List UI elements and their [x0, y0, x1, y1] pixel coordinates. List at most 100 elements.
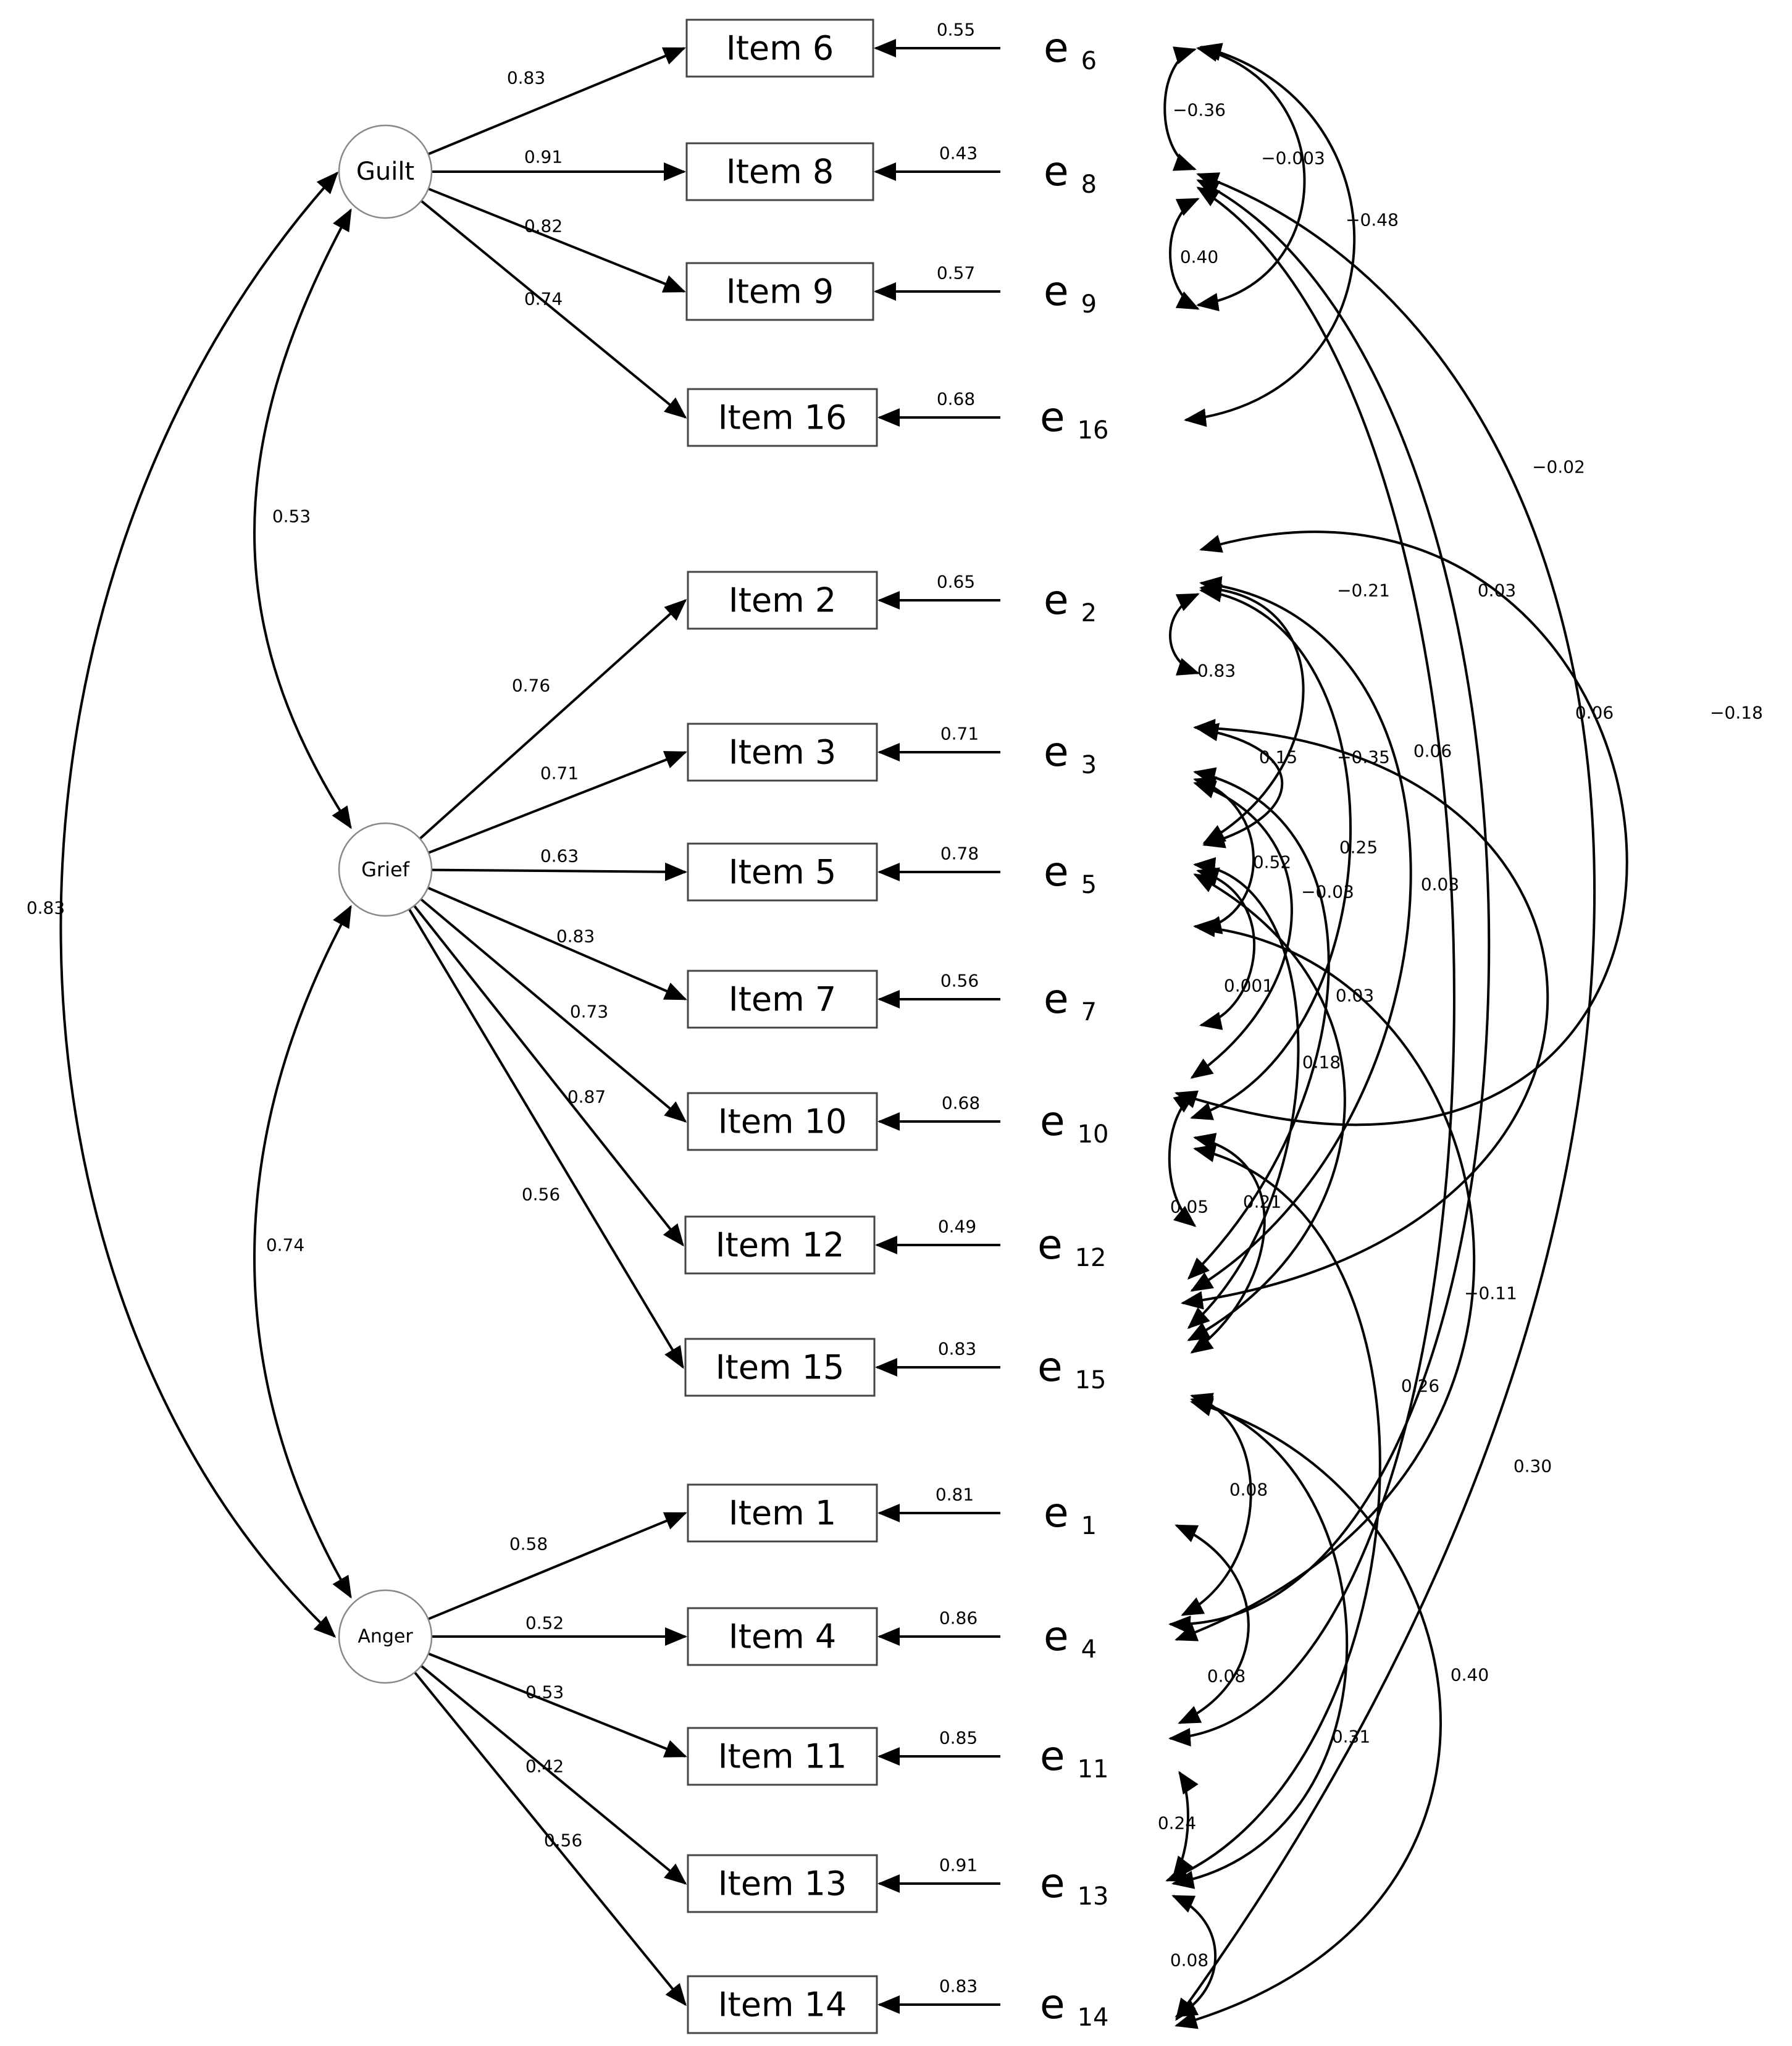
loading-label: 0.82: [524, 216, 563, 237]
error-covariance-arc: [1174, 530, 1628, 1126]
error-covariance-arc: [1184, 43, 1356, 427]
error-covariance-label: 0.08: [1207, 1666, 1246, 1687]
error-covariance-arc: [1172, 1771, 1199, 1879]
item-label: Item 7: [729, 980, 836, 1019]
loading-label: 0.56: [522, 1184, 560, 1205]
error-covariance-label: 0.25: [1339, 837, 1378, 858]
error-covariance-label: −0.21: [1337, 581, 1390, 601]
error-covariances: [1163, 43, 1628, 2029]
factor-correlation-guilt-grief: [253, 208, 352, 829]
item-box: [685, 19, 874, 78]
error-term-index: 4: [1081, 1635, 1097, 1664]
error-variance-label: 0.65: [937, 572, 975, 592]
item-box: [687, 970, 878, 1029]
error-covariance-label: 0.001: [1224, 976, 1273, 996]
item-label: Item 9: [726, 272, 834, 311]
error-covariance-label: −0.36: [1173, 100, 1226, 120]
factor-correlation-grief-anger: [253, 905, 352, 1599]
item-label: Item 15: [716, 1348, 845, 1387]
error-covariance-label: 0.26: [1401, 1376, 1439, 1396]
item-box: [687, 571, 878, 630]
error-covariance-label: 0.05: [1170, 1197, 1208, 1217]
loading-label: 0.73: [570, 1002, 608, 1022]
error-covariance-label: 0.03: [1336, 986, 1374, 1006]
factor-label: Anger: [358, 1626, 413, 1648]
loading-label: 0.83: [507, 68, 545, 88]
error-term-name: e: [1040, 1859, 1065, 1907]
error-covariance-labels: −0.36 −0.003 −0.48 0.40 −0.02 −0.21 0.03…: [1158, 100, 1763, 1971]
error-covariance-label: −0.03: [1301, 882, 1354, 902]
error-covariance-arc: [1181, 719, 1549, 1310]
error-term-name: e: [1040, 1097, 1065, 1145]
loading-label: 0.53: [525, 1682, 564, 1703]
item-box: [687, 1092, 878, 1151]
loading-label: 0.91: [524, 147, 563, 167]
factor-anger: Anger: [338, 1589, 433, 1684]
error-covariance-label: 0.08: [1229, 1480, 1268, 1500]
error-covariance-label: 0.15: [1259, 747, 1297, 768]
factor-correlations: 0.53 0.74 0.83: [27, 171, 352, 1638]
factor-loadings: 0.830.910.820.740.760.710.630.830.730.87…: [408, 47, 687, 2006]
error-covariance-arc: [1196, 723, 1284, 849]
error-term-index: 11: [1078, 1755, 1109, 1784]
error-variance-label: 0.91: [939, 1855, 978, 1876]
item-label: Item 6: [726, 29, 834, 68]
item-label: Item 3: [729, 733, 836, 772]
error-variance-label: 0.86: [939, 1608, 978, 1629]
error-term-name: e: [1040, 1981, 1065, 2028]
item-label: Item 4: [729, 1617, 836, 1656]
item-label: Item 14: [718, 1985, 847, 2024]
error-term-index: 14: [1078, 2003, 1109, 2032]
factor-correlation-guilt-anger: [59, 171, 339, 1638]
error-covariance-arc: [1187, 857, 1300, 1330]
item-label: Item 1: [729, 1494, 836, 1533]
error-term-name: e: [1044, 576, 1069, 624]
error-covariance-label: 0.24: [1158, 1813, 1196, 1834]
item-box: [687, 723, 878, 782]
item-box: [687, 1854, 878, 1913]
error-covariance-arc: [1187, 767, 1330, 1280]
item-box: [687, 842, 878, 902]
loading-label: 0.87: [567, 1087, 606, 1107]
factor-circle: [338, 822, 433, 917]
error-term-name: e: [1037, 1221, 1063, 1268]
error-variance-label: 0.83: [938, 1339, 976, 1359]
item-label: Item 13: [718, 1864, 847, 1903]
error-variance-label: 0.55: [937, 20, 975, 40]
factor-circle: [338, 124, 433, 219]
error-covariance-arc: [1181, 1393, 1252, 1616]
error-term-name: e: [1044, 267, 1069, 315]
error-term-index: 10: [1078, 1120, 1109, 1149]
error-term-index: 1: [1081, 1512, 1097, 1540]
error-covariance-label: −0.48: [1346, 210, 1399, 230]
error-term-index: 7: [1081, 998, 1097, 1026]
error-covariance-label: −0.003: [1261, 148, 1325, 169]
loading-arrow: [408, 908, 684, 1369]
error-covariance-label: 0.08: [1170, 1950, 1208, 1971]
error-term-label: e 13: [1040, 1859, 1109, 1911]
loading-arrow: [431, 862, 687, 881]
error-covariance-label: 0.40: [1451, 1665, 1489, 1685]
error-term-index: 8: [1081, 170, 1097, 199]
item-box: [687, 1975, 878, 2034]
error-covariance-arc: [1171, 1396, 1349, 1889]
error-covariance-label: 0.18: [1302, 1052, 1341, 1073]
loading-arrow: [427, 1512, 687, 1620]
factor-correlation-label: 0.53: [272, 506, 311, 527]
factor-correlation-label: 0.74: [266, 1235, 304, 1256]
item-label: Item 5: [729, 853, 836, 892]
error-term-index: 13: [1078, 1882, 1109, 1911]
error-term-index: 12: [1075, 1244, 1107, 1272]
latent-factors: Guilt Grief Anger: [338, 124, 433, 1684]
error-term-index: 2: [1081, 599, 1097, 627]
item-box: [685, 142, 874, 201]
item-box: [684, 1338, 876, 1397]
error-covariance-arc: [1199, 579, 1305, 844]
